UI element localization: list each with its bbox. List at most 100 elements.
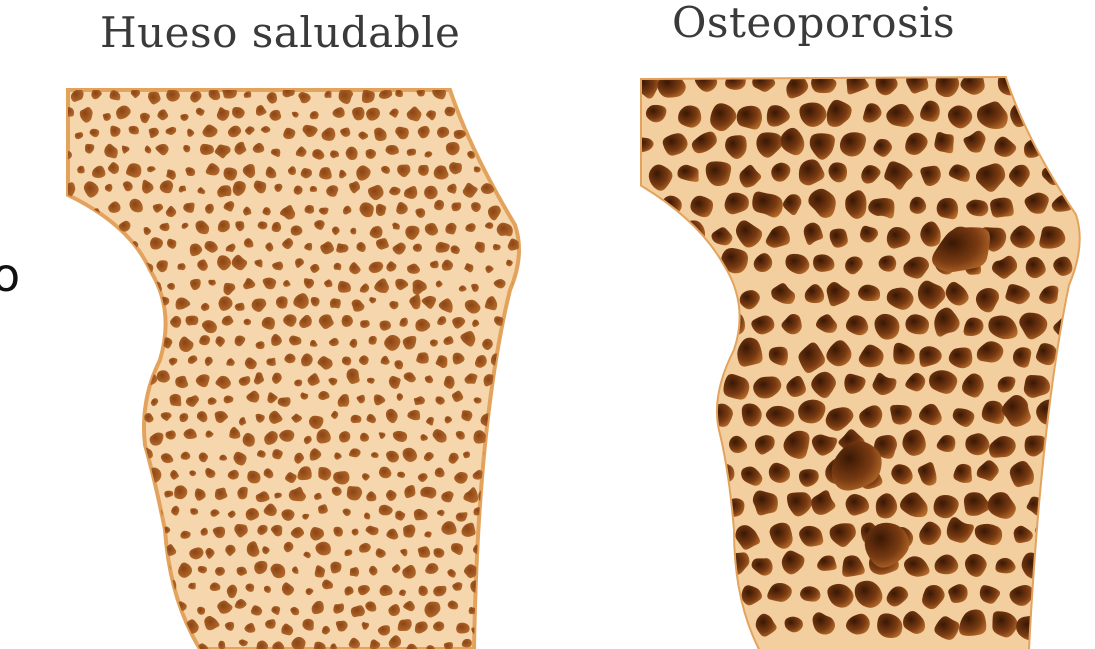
healthy-pore [500, 413, 513, 425]
healthy-pore [64, 375, 78, 386]
healthy-pore [63, 303, 72, 311]
healthy-pore [81, 299, 96, 314]
healthy-pore [149, 621, 156, 628]
healthy-pore [172, 619, 184, 631]
healthy-pore [512, 430, 524, 441]
healthy-pore [104, 605, 112, 614]
healthy-pore [508, 390, 519, 400]
healthy-pore [508, 619, 519, 630]
healthy-pore [103, 303, 111, 312]
osteoporotic-cavity [704, 520, 728, 548]
healthy-pore [469, 84, 483, 98]
healthy-pore [89, 395, 101, 406]
healthy-pore [75, 549, 85, 560]
osteoporotic-cavity [675, 287, 699, 307]
healthy-pore [142, 603, 154, 615]
osteoporotic-cavity [661, 486, 687, 518]
healthy-pore [81, 526, 97, 541]
osteoporotic-cavity [718, 610, 748, 639]
osteoporotic-cavity [650, 284, 672, 306]
osteoporotic-cavity [1055, 134, 1075, 154]
healthy-pore [96, 511, 105, 520]
healthy-pore [106, 528, 118, 539]
healthy-pore [140, 338, 153, 352]
healthy-pore [513, 356, 523, 366]
healthy-pore [131, 546, 145, 558]
healthy-pore [147, 586, 156, 597]
healthy-pore [142, 643, 151, 649]
healthy-pore [369, 336, 377, 345]
healthy-pore [129, 432, 141, 444]
healthy-pore [170, 394, 182, 406]
osteoporotic-cavity [676, 465, 698, 487]
osteoporotic-cavity [635, 554, 656, 574]
healthy-pore [89, 434, 102, 444]
healthy-pore [492, 396, 498, 402]
healthy-pore [124, 259, 132, 267]
osteoporotic-cavity [1038, 104, 1057, 122]
osteoporotic-cavity [1053, 495, 1082, 520]
osteoporotic-cavity [663, 618, 683, 635]
osteoporotic-cavity [679, 404, 701, 428]
healthy-pore [222, 85, 237, 98]
osteoporotic-cavity [668, 371, 687, 391]
healthy-pore [128, 322, 137, 331]
osteoporotic-bone [630, 70, 1085, 649]
healthy-pore [78, 563, 93, 574]
osteoporotic-cavity [708, 580, 732, 606]
healthy-pore [66, 222, 74, 231]
healthy-pore [488, 470, 503, 481]
healthy-pore [149, 317, 164, 328]
healthy-pore [505, 145, 514, 153]
healthy-pore [93, 354, 102, 362]
healthy-pore [508, 543, 524, 556]
healthy-pore [418, 165, 429, 176]
osteoporotic-cavity [681, 346, 701, 364]
healthy-pore [130, 506, 138, 517]
healthy-pore [76, 583, 85, 590]
healthy-pore [424, 186, 438, 200]
osteoporotic-cavity [1056, 618, 1077, 638]
osteoporotic-cavity [690, 314, 714, 340]
osteoporotic-cavity [630, 254, 658, 279]
healthy-pore [218, 641, 225, 649]
osteoporotic-cavity [1027, 78, 1048, 95]
healthy-pore [132, 355, 140, 363]
healthy-pore [480, 605, 491, 615]
healthy-pore [116, 622, 124, 628]
osteoporotic-cavity [646, 340, 672, 363]
osteoporotic-cavity [721, 248, 748, 273]
healthy-pore [513, 584, 524, 594]
healthy-pore [159, 643, 166, 649]
healthy-pore [106, 639, 117, 649]
healthy-pore [142, 486, 153, 497]
healthy-pore [90, 619, 101, 630]
healthy-pore [124, 416, 136, 427]
healthy-pore [503, 570, 510, 576]
osteoporotic-cavity [1052, 70, 1075, 91]
healthy-pore [506, 511, 520, 522]
healthy-pore [471, 126, 483, 136]
healthy-pore [124, 644, 134, 649]
healthy-pore [125, 529, 133, 536]
osteoporotic-cavity [1054, 378, 1074, 395]
healthy-pore [118, 372, 129, 384]
osteoporotic-cavity [696, 615, 720, 638]
healthy-pore [63, 454, 71, 461]
healthy-pore [77, 280, 83, 287]
osteoporotic-cavity [1010, 103, 1033, 127]
healthy-pore [68, 528, 79, 538]
osteoporotic-cavity [691, 552, 716, 573]
healthy-pore [266, 358, 276, 366]
healthy-pore [72, 207, 78, 214]
osteoporotic-cavity [647, 227, 671, 249]
osteoporotic-cavity [695, 490, 719, 513]
healthy-pore [106, 338, 114, 345]
healthy-pore [177, 263, 185, 270]
osteoporotic-cavity [1056, 554, 1077, 572]
healthy-pore [89, 315, 101, 326]
healthy-pore [92, 239, 101, 248]
healthy-pore [486, 529, 495, 537]
healthy-pore [109, 281, 120, 294]
healthy-pore [505, 185, 513, 194]
